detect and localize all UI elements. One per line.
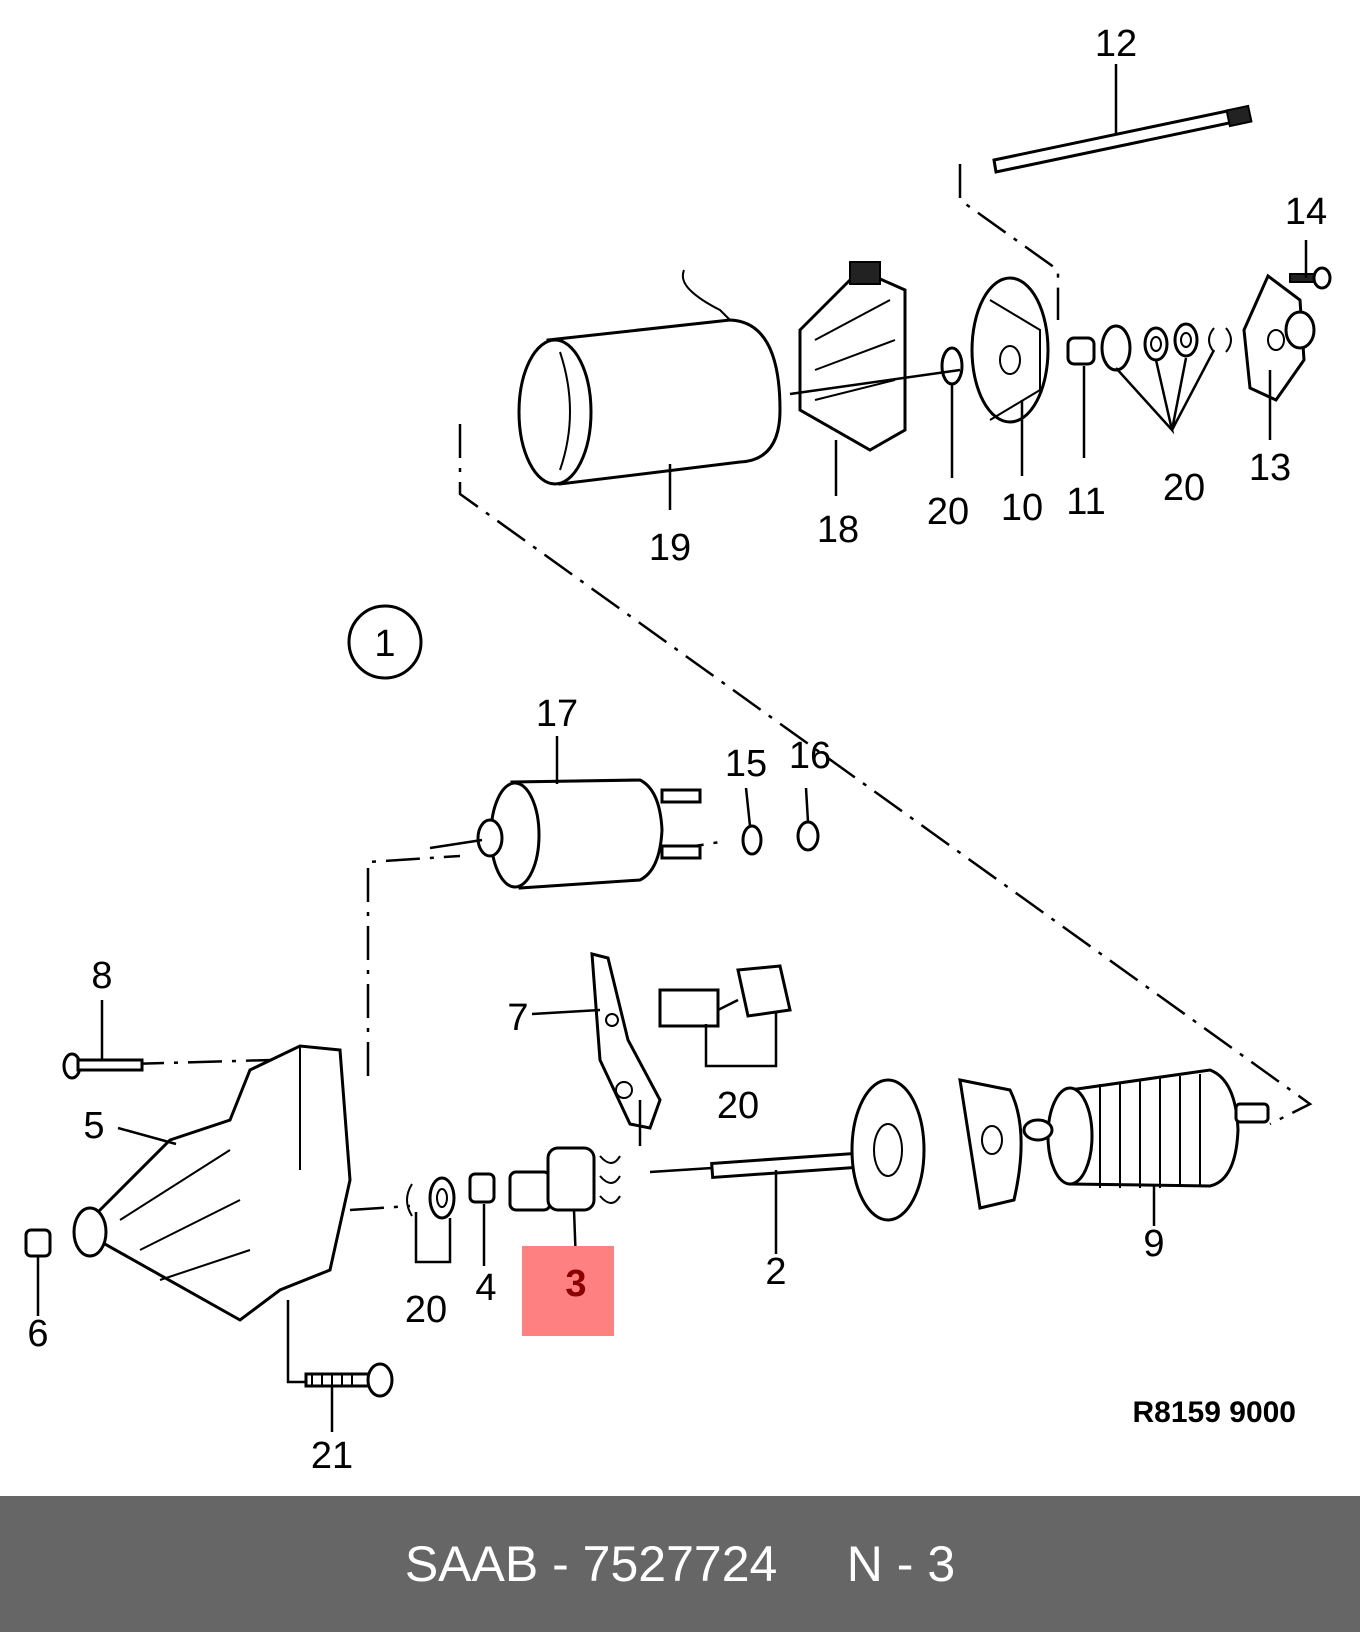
bushing-11 [1066,336,1096,366]
part-labels: 12 14 13 10 11 20 20 19 18 17 15 16 8 7 … [27,23,1327,1477]
label-20-mid: 20 [717,1085,759,1127]
washer-20-top [940,346,964,386]
label-4: 4 [475,1267,496,1309]
washer-set-top [1100,322,1232,372]
nut-16 [796,820,820,852]
label-20-low: 20 [405,1289,447,1331]
footer-brand: SAAB [404,1536,539,1592]
highlight-box-part-3 [522,1246,614,1336]
label-7: 7 [507,997,528,1039]
label-21: 21 [311,1435,353,1477]
footer-part-number: 7527724 [582,1536,778,1592]
footer-separator: - [538,1536,583,1592]
label-2: 2 [765,1251,786,1293]
label-11: 11 [1066,481,1105,523]
label-17: 17 [536,693,578,735]
intermediate-bearing [850,1078,1023,1222]
washer-15 [741,824,763,856]
label-13: 13 [1249,447,1291,489]
footer-caption: SAAB - 7527724 N - 3 [0,1496,1360,1632]
solenoid-17 [429,778,702,890]
stator-housing-19 [517,269,782,486]
drive-end-housing-5 [72,1044,352,1322]
brush-holder-18 [789,261,961,452]
label-9: 9 [1143,1223,1164,1265]
screw-21 [304,1362,394,1398]
screw-8 [62,1052,144,1080]
footer-gap [777,1535,846,1593]
label-19: 19 [649,527,691,569]
label-16: 16 [789,735,831,777]
label-20-top-b: 20 [1163,467,1205,509]
brush-pair-20 [658,964,792,1028]
ring-4 [468,1172,496,1204]
armature-9 [1022,1068,1270,1188]
end-cover-10 [970,276,1050,424]
label-20-top-a: 20 [927,491,969,533]
screw-14 [1289,266,1332,290]
label-18: 18 [817,509,859,551]
label-8: 8 [91,955,112,997]
assembly-marker: 1 [347,604,423,680]
engagement-lever-7 [590,952,662,1130]
shaft-2 [649,1150,874,1180]
label-6: 6 [27,1313,48,1355]
leader-lines [36,64,1308,1432]
label-10: 10 [1001,487,1043,529]
label-12: 12 [1095,23,1137,65]
label-3: 3 [565,1263,586,1305]
washer-set-low [406,1176,456,1220]
starter-motor-exploded-diagram: 1 [24,23,1332,1477]
label-5: 5 [83,1105,104,1147]
drawing-code: R8159 9000 [1133,1396,1296,1429]
footer-position: N - 3 [846,1536,956,1592]
assembly-marker-label: 1 [374,623,395,665]
label-14: 14 [1285,191,1327,233]
through-bolt-12 [992,104,1253,174]
label-15: 15 [725,743,767,785]
bracket-13 [1242,273,1316,402]
pinion-drive-3 [508,1146,621,1212]
bushing-6 [24,1228,52,1258]
